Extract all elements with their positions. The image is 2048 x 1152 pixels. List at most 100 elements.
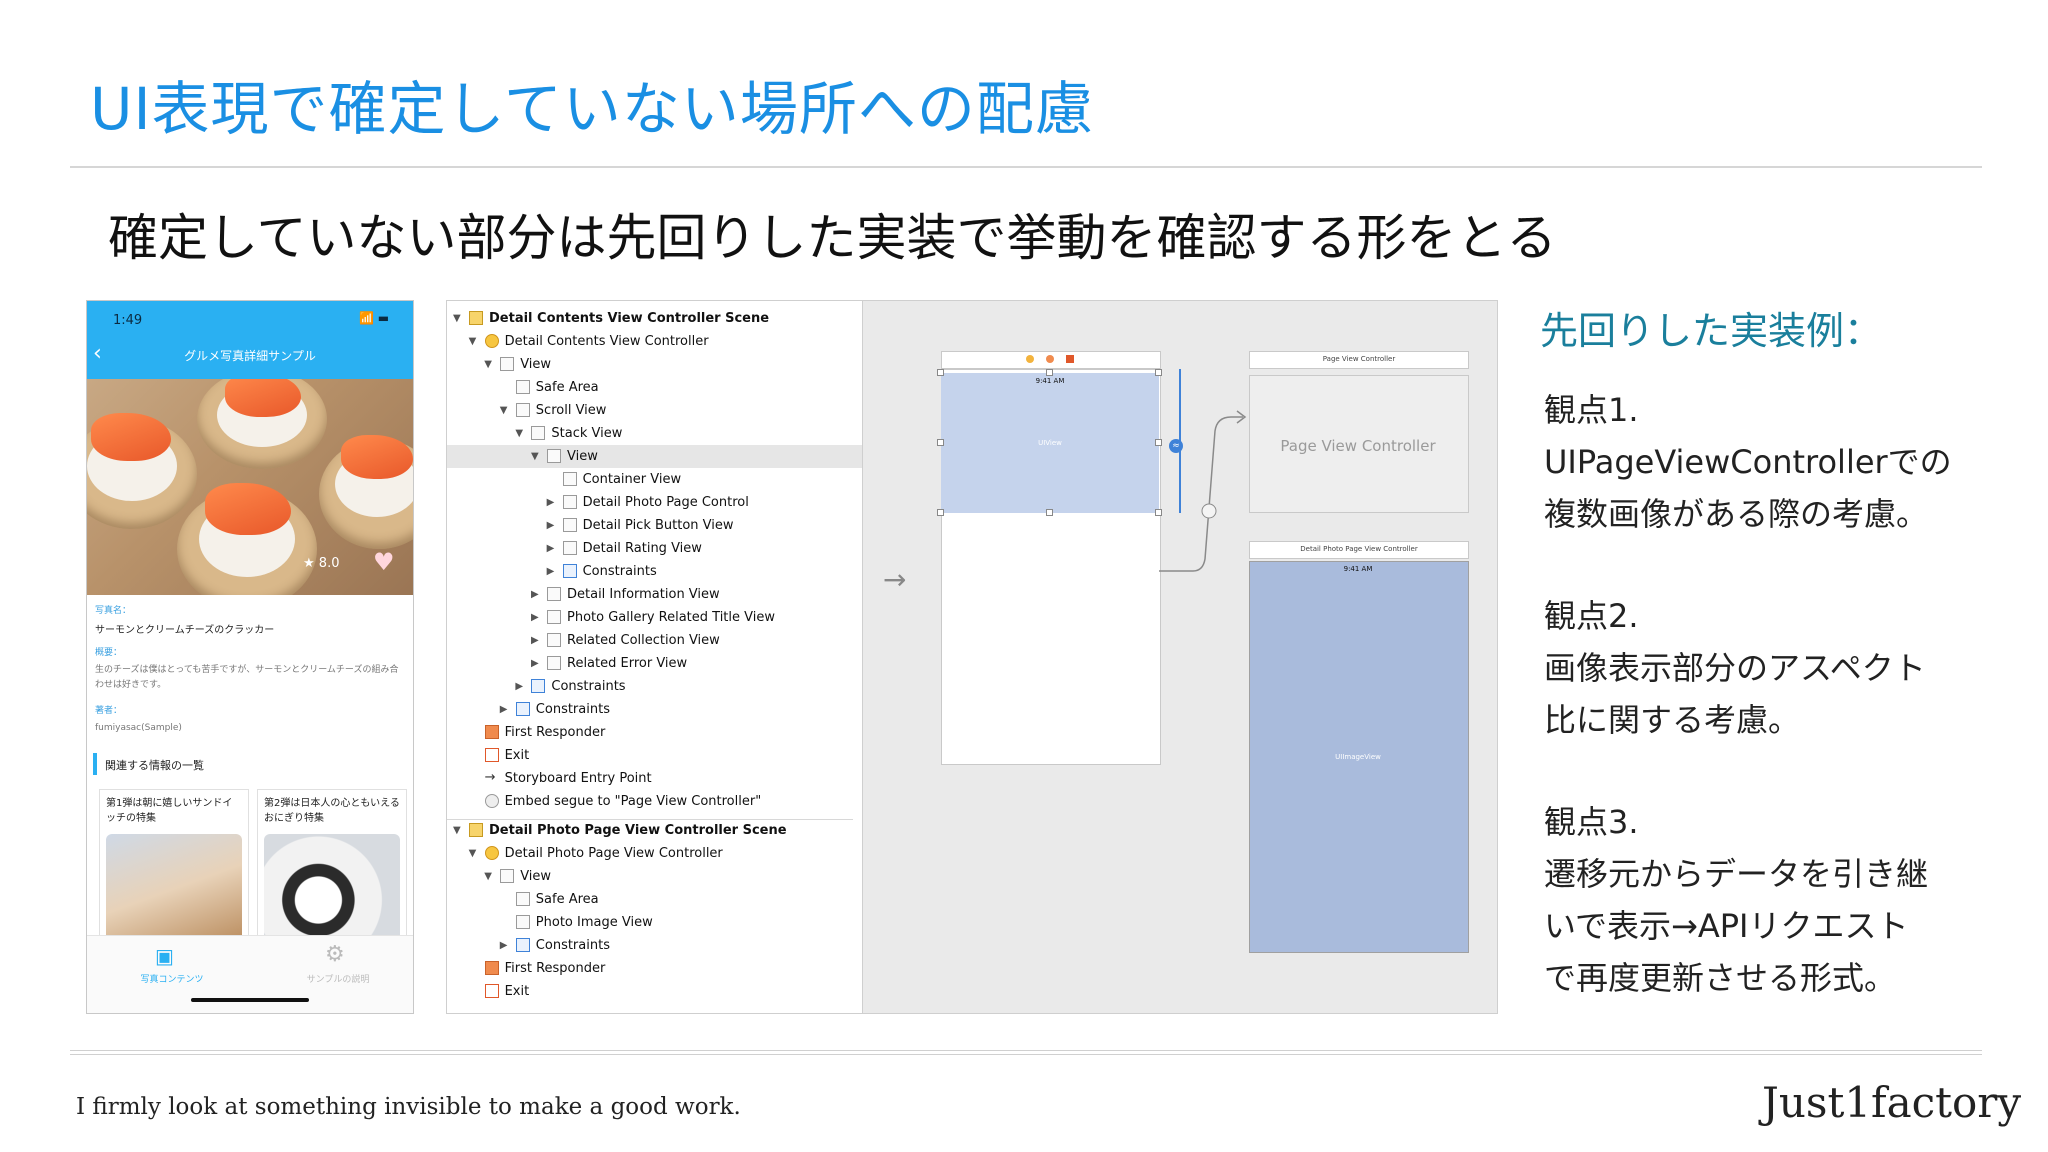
disclosure-closed-icon[interactable]: ▶ <box>531 658 539 669</box>
card-title: 第2弾は日本人の心ともいえるおにぎり特集 <box>264 798 400 824</box>
disclosure-open-icon[interactable]: ▼ <box>484 871 492 882</box>
chevron-left-icon[interactable]: ‹ <box>93 341 102 366</box>
outline-row[interactable]: Container View <box>447 468 863 491</box>
related-card[interactable]: 第1弾は朝に嬉しいサンドイッチの特集 <box>99 789 249 941</box>
outline-row[interactable]: ▶Detail Information View <box>447 583 863 606</box>
resize-handle[interactable] <box>937 509 944 516</box>
resize-handle[interactable] <box>937 439 944 446</box>
outline-row[interactable]: Safe Area <box>447 888 863 911</box>
outline-row[interactable]: ▼View <box>447 445 863 468</box>
disclosure-open-icon[interactable]: ▼ <box>468 336 477 347</box>
outline-row[interactable]: ▼Detail Contents View Controller Scene <box>447 307 863 330</box>
outline-row-label: Safe Area <box>535 892 599 907</box>
disclosure-closed-icon[interactable]: ▶ <box>546 566 555 577</box>
selected-uiview[interactable] <box>941 373 1159 513</box>
outline-row-label: Detail Photo Page View Controller <box>504 846 723 861</box>
photo-icon[interactable]: ▣ <box>155 944 174 968</box>
view-icon <box>515 403 530 417</box>
resize-handle[interactable] <box>1155 439 1162 446</box>
disclosure-closed-icon[interactable]: ▶ <box>499 704 508 715</box>
outline-row[interactable]: ▶Detail Rating View <box>447 537 863 560</box>
outline-row[interactable]: →Storyboard Entry Point <box>447 767 863 790</box>
resize-handle[interactable] <box>1155 509 1162 516</box>
outline-row[interactable]: ▶Photo Gallery Related Title View <box>447 606 863 629</box>
viewpoint-text: 遷移元からデータを引き継 <box>1544 855 1929 893</box>
outline-row[interactable]: Photo Image View <box>447 911 863 934</box>
outline-row[interactable]: ▶ Related Collection View <box>447 629 863 652</box>
view-icon <box>515 892 530 906</box>
outline-row[interactable]: First Responder <box>447 721 863 744</box>
disclosure-open-icon[interactable]: ▼ <box>453 313 461 324</box>
embed-segue-line <box>1159 416 1243 572</box>
view-icon <box>500 357 515 371</box>
outline-row[interactable]: ▶Constraints <box>447 560 863 583</box>
outline-row[interactable]: Embed segue to "Page View Controller" <box>447 790 863 813</box>
disclosure-open-icon[interactable]: ▼ <box>484 359 492 370</box>
heart-icon[interactable]: ♥ <box>373 548 395 576</box>
cons-icon <box>562 564 577 578</box>
outline-row[interactable]: ▶Detail Photo Page Control <box>447 491 863 514</box>
outline-row[interactable]: ▼View <box>447 865 863 888</box>
outline-row[interactable]: Safe Area <box>447 376 863 399</box>
tab-sample-description[interactable]: サンプルの説明 <box>306 975 370 985</box>
view-icon <box>562 472 577 486</box>
outline-row[interactable]: Exit <box>447 980 863 1003</box>
disclosure-open-icon[interactable]: ▼ <box>515 428 524 439</box>
viewpoint-heading: 観点2. <box>1544 597 1639 635</box>
pvc-scene-bar[interactable]: Page View Controller <box>1249 351 1469 369</box>
tab-photo-contents[interactable]: 写真コンテンツ <box>140 975 204 985</box>
outline-row[interactable]: ▶Constraints <box>447 675 863 698</box>
outline-row[interactable]: ▼Detail Contents View Controller <box>447 330 863 353</box>
outline-row[interactable]: Exit <box>447 744 863 767</box>
outline-row[interactable]: ▶ Constraints <box>447 934 863 957</box>
page-view-controller-frame[interactable] <box>1249 375 1469 513</box>
card-title: 第1弾は朝に嬉しいサンドイッチの特集 <box>106 798 233 824</box>
photo-name-label: 写真名： <box>95 606 132 616</box>
outline-row[interactable]: ▶Detail Pick Button View <box>447 514 863 537</box>
resize-handle[interactable] <box>1046 509 1053 516</box>
detail-photo-page-vc-frame[interactable] <box>1249 561 1469 953</box>
disclosure-open-icon[interactable]: ▼ <box>499 405 508 416</box>
disclosure-closed-icon[interactable]: ▶ <box>546 520 555 531</box>
view-icon <box>562 518 577 532</box>
disclosure-closed-icon[interactable]: ▶ <box>531 612 539 623</box>
resize-handle[interactable] <box>937 369 944 376</box>
outline-row[interactable]: First Responder <box>447 957 863 980</box>
outline-row-label: First Responder <box>504 961 606 976</box>
outline-row[interactable]: ▶Related Error View <box>447 652 863 675</box>
storyboard-canvas[interactable]: → 9:41 AM UIView ≈ Page View Controller … <box>862 300 1498 1014</box>
footer-motto: I firmly look at something invisible to … <box>76 1094 741 1120</box>
page-view-controller-label: Page View Controller <box>1280 437 1436 455</box>
disclosure-open-icon[interactable]: ▼ <box>453 825 461 836</box>
disclosure-closed-icon[interactable]: ▶ <box>515 681 524 692</box>
view-icon <box>515 380 530 394</box>
outline-row[interactable]: ▼ Stack View <box>447 422 863 445</box>
resize-handle[interactable] <box>1046 369 1053 376</box>
outline-row-label: First Responder <box>504 725 606 740</box>
disclosure-open-icon[interactable]: ▼ <box>531 451 539 462</box>
vc1-scene-bar[interactable] <box>941 351 1161 369</box>
constraint-badge-icon[interactable]: ≈ <box>1169 439 1183 453</box>
resize-handle[interactable] <box>1155 369 1162 376</box>
outline-row[interactable]: ▶Constraints <box>447 698 863 721</box>
related-card[interactable]: 第2弾は日本人の心ともいえるおにぎり特集 <box>257 789 407 941</box>
related-section-title: 関連する情報の一覧 <box>105 759 204 772</box>
cons-icon <box>515 702 530 716</box>
outline-row[interactable]: ▼Scroll View <box>447 399 863 422</box>
outline-row-label: Constraints <box>535 938 610 953</box>
outline-row[interactable]: ▼View <box>447 353 863 376</box>
view-icon <box>562 495 577 509</box>
disclosure-closed-icon[interactable]: ▶ <box>531 635 539 646</box>
disclosure-closed-icon[interactable]: ▶ <box>546 543 555 554</box>
outline-row-label: Related Collection View <box>567 633 720 648</box>
disclosure-closed-icon[interactable]: ▶ <box>499 940 508 951</box>
disclosure-open-icon[interactable]: ▼ <box>468 848 477 859</box>
disclosure-closed-icon[interactable]: ▶ <box>531 589 539 600</box>
outline-row[interactable]: ▼ Detail Photo Page View Controller <box>447 842 863 865</box>
food-photo <box>87 379 413 595</box>
gear-icon[interactable]: ⚙ <box>325 942 345 967</box>
disclosure-closed-icon[interactable]: ▶ <box>546 497 555 508</box>
outline-row[interactable]: ▼Detail Photo Page View Controller Scene <box>447 819 863 842</box>
outline-row-label: Stack View <box>551 426 623 441</box>
dppvc-scene-bar[interactable]: Detail Photo Page View Controller <box>1249 541 1469 559</box>
